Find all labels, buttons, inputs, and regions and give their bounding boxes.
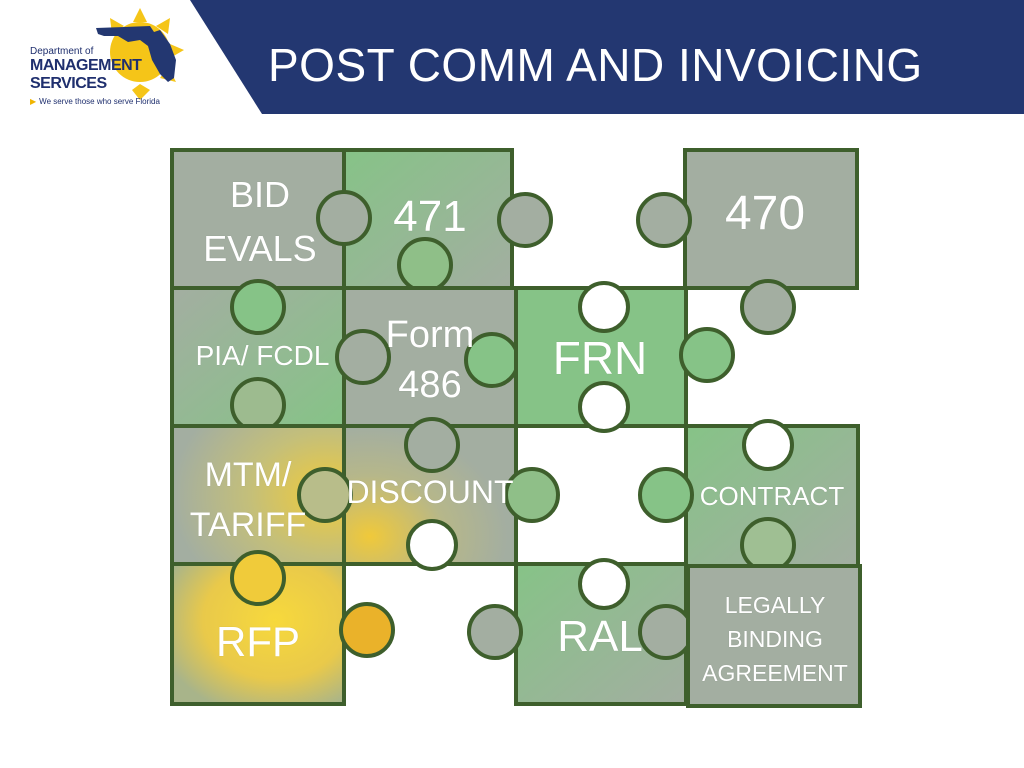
logo-line-services: SERVICES xyxy=(30,75,107,92)
label-frn: FRN xyxy=(552,332,648,384)
logo-tagline-text: We serve those who serve Florida xyxy=(39,97,160,106)
tab-discount-left xyxy=(297,467,353,523)
logo-graphic xyxy=(96,8,184,100)
tab-discount-top xyxy=(404,417,460,473)
label-legally-binding: LEGALLY BINDING AGREEMENT xyxy=(694,588,856,690)
label-pia-fcdl: PIA/ FCDL xyxy=(195,340,330,371)
logo-tagline: ▶We serve those who serve Florida xyxy=(30,97,160,106)
logo-line-management: MANAGEMENT xyxy=(30,57,142,74)
label-470: 470 xyxy=(724,187,806,240)
label-legally-line1: LEGALLY xyxy=(724,592,826,618)
notch-ral-top xyxy=(578,558,630,610)
piece-470 xyxy=(683,148,859,290)
label-bid-evals: BID EVALS xyxy=(190,168,330,276)
tab-rfp-right xyxy=(339,602,395,658)
label-ral: RAL xyxy=(557,612,643,661)
label-legally-line3: AGREEMENT xyxy=(702,660,848,686)
label-rfp: RFP xyxy=(216,618,300,665)
label-contract: CONTRACT xyxy=(699,481,845,511)
label-legally-line2: BINDING xyxy=(727,626,823,652)
notch-discount-bottom xyxy=(406,519,458,571)
tab-471-right xyxy=(497,192,553,248)
piece-bid-evals xyxy=(170,148,346,290)
tab-471-bottom xyxy=(397,237,453,293)
page-title: POST COMM AND INVOICING xyxy=(268,39,923,91)
tab-471-left xyxy=(316,190,372,246)
label-discount: DISCOUNT xyxy=(346,474,514,510)
dms-logo: Department of MANAGEMENT SERVICES ▶We se… xyxy=(0,0,210,114)
label-form486: Form 486 xyxy=(370,310,490,410)
notch-frn-bottom xyxy=(578,381,630,433)
label-mtm-tariff: MTM/ TARIFF xyxy=(178,450,318,550)
tab-contract-left xyxy=(638,467,694,523)
label-mtm-line1: MTM/ xyxy=(204,456,292,494)
header-band xyxy=(190,0,1024,114)
florida-state-icon xyxy=(96,26,176,82)
tab-pia-top xyxy=(230,279,286,335)
tab-contract-bottom xyxy=(740,517,796,573)
label-form486-line2: 486 xyxy=(398,364,462,406)
notch-frn-top xyxy=(578,281,630,333)
piece-legally-binding xyxy=(686,564,862,708)
tab-470-bottom xyxy=(740,279,796,335)
header-band-shape xyxy=(190,0,1024,114)
tab-ral-left xyxy=(467,604,523,660)
tab-frn-right xyxy=(679,327,735,383)
tab-pia-bottom xyxy=(230,377,286,433)
tab-discount-right xyxy=(504,467,560,523)
notch-contract-top xyxy=(742,419,794,471)
tab-rfp-top xyxy=(230,550,286,606)
logo-line-dept: Department of xyxy=(30,46,94,57)
tab-470-left xyxy=(636,192,692,248)
tab-486-left xyxy=(335,329,391,385)
label-bid-evals-line1: BID xyxy=(229,174,290,215)
play-triangle-icon: ▶ xyxy=(30,97,37,106)
label-bid-evals-line2: EVALS xyxy=(203,228,317,269)
label-mtm-line2: TARIFF xyxy=(189,506,307,544)
label-form486-line1: Form xyxy=(385,314,475,356)
label-471: 471 xyxy=(393,192,467,241)
